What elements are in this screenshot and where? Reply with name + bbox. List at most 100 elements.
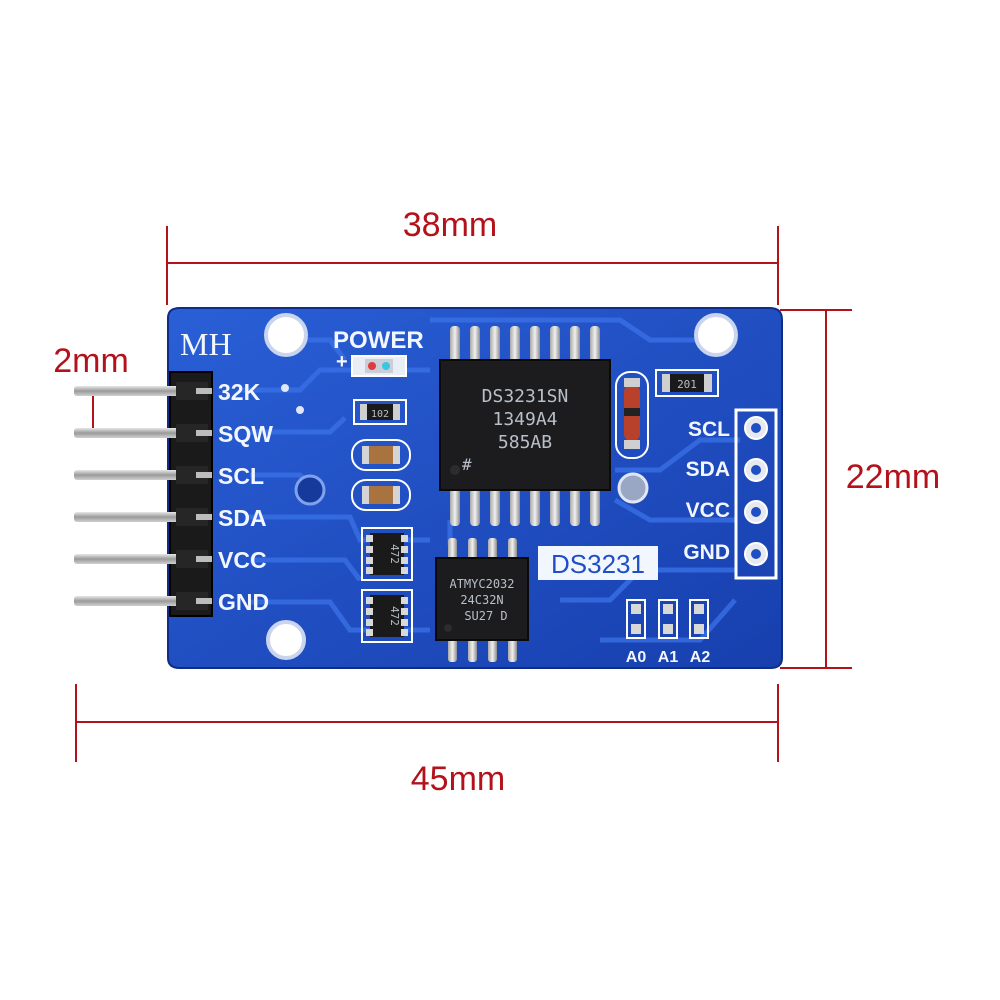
resistor-102: 102 bbox=[353, 399, 407, 425]
header-pin-housing bbox=[176, 592, 208, 610]
chip-leg bbox=[468, 538, 477, 560]
mount-hole-top-right bbox=[694, 313, 738, 357]
capacitor bbox=[351, 479, 411, 511]
address-pad-a2-label: A2 bbox=[690, 649, 711, 666]
dimension-top-label: 38mm bbox=[403, 206, 497, 244]
mount-hole-top-left bbox=[264, 313, 308, 357]
chip-leg bbox=[590, 488, 600, 526]
resistor-network-top-code: 472 bbox=[388, 544, 401, 564]
header-hole-center bbox=[751, 549, 761, 559]
via bbox=[281, 384, 289, 392]
via bbox=[296, 406, 304, 414]
chip-leg bbox=[490, 326, 500, 362]
right-pin-gnd: GND bbox=[683, 541, 730, 564]
header-pin-housing bbox=[176, 466, 208, 484]
chip-leg bbox=[510, 488, 520, 526]
left-pin-labels: 32K SQW SCL SDA VCC GND bbox=[218, 379, 273, 615]
resistor-network-bottom-code: 472 bbox=[388, 606, 401, 626]
address-pad-a1-label: A1 bbox=[658, 649, 679, 666]
chip-leg bbox=[490, 488, 500, 526]
chip-leg bbox=[448, 538, 457, 560]
left-pin-sqw: SQW bbox=[218, 421, 273, 447]
header-pin bbox=[74, 596, 180, 606]
power-plus-label: + bbox=[336, 351, 348, 373]
header-pin-housing bbox=[176, 424, 208, 442]
header-pin-housing bbox=[176, 382, 208, 400]
resistor-102-code: 102 bbox=[371, 409, 389, 420]
resistor-201: 201 bbox=[655, 369, 719, 397]
rtc-chip-line-2: 1349A4 bbox=[492, 409, 557, 430]
header-pin bbox=[74, 512, 180, 522]
chip-leg bbox=[530, 488, 540, 526]
header-pin bbox=[74, 470, 180, 480]
via bbox=[617, 472, 649, 504]
header-pin-solder bbox=[196, 430, 212, 436]
header-pin-housing bbox=[176, 550, 208, 568]
chip-leg bbox=[488, 538, 497, 560]
chip-leg bbox=[510, 326, 520, 362]
eeprom-chip-line-1: ATMYC2032 bbox=[449, 577, 514, 591]
capacitor bbox=[351, 439, 411, 471]
header-pin bbox=[74, 554, 180, 564]
module-name-label: DS3231 bbox=[551, 549, 645, 579]
copper-traces bbox=[240, 317, 740, 643]
header-pin-solder bbox=[196, 472, 212, 478]
power-label: POWER bbox=[333, 327, 424, 354]
eeprom-chip: ATMYC2032 24C32N SU27 D bbox=[435, 538, 529, 662]
rtc-chip-mark: # bbox=[462, 455, 472, 474]
eeprom-chip-line-3: SU27 D bbox=[464, 609, 507, 623]
pcb-board: MH POWER + 102 bbox=[167, 307, 783, 669]
chip-leg bbox=[570, 488, 580, 526]
address-pad-a0: A0 bbox=[626, 599, 647, 666]
right-header: SCL SDA VCC GND bbox=[683, 408, 778, 580]
rtc-chip: DS3231SN 1349A4 585AB # bbox=[439, 326, 611, 526]
chip-leg bbox=[530, 326, 540, 362]
address-pad-a0-label: A0 bbox=[626, 649, 647, 666]
dimension-height-label: 22mm bbox=[846, 458, 940, 496]
rtc-chip-line-3: 585AB bbox=[498, 432, 552, 453]
header-pin-solder bbox=[196, 514, 212, 520]
chip-leg bbox=[590, 326, 600, 362]
brand-label: MH bbox=[180, 326, 232, 362]
dimension-bottom-label: 45mm bbox=[411, 760, 505, 798]
chip-leg bbox=[570, 326, 580, 362]
left-pin-scl: SCL bbox=[218, 463, 264, 489]
dimension-pin-pitch-label: 2mm bbox=[53, 342, 129, 380]
header-hole-center bbox=[751, 507, 761, 517]
header-pin-solder bbox=[196, 598, 212, 604]
resistor-network-top: 472 bbox=[361, 527, 413, 581]
header-hole-center bbox=[751, 465, 761, 475]
right-pin-sda: SDA bbox=[686, 458, 730, 481]
power-led bbox=[351, 355, 407, 377]
address-pads: A0 A1 A2 bbox=[626, 599, 711, 666]
left-pin-sda: SDA bbox=[218, 505, 267, 531]
chip-leg bbox=[450, 488, 460, 526]
rtc-chip-line-1: DS3231SN bbox=[482, 386, 569, 407]
header-hole-center bbox=[751, 423, 761, 433]
header-pin bbox=[74, 386, 180, 396]
module-name-box: DS3231 bbox=[538, 546, 658, 580]
left-pin-32k: 32K bbox=[218, 379, 261, 405]
via bbox=[294, 474, 326, 506]
dimension-pin-pitch: 2mm bbox=[53, 342, 129, 432]
resistor-network-bottom: 472 bbox=[361, 589, 413, 643]
header-pin-solder bbox=[196, 556, 212, 562]
chip-leg bbox=[448, 638, 457, 662]
diode bbox=[615, 371, 649, 459]
dimension-top: 38mm bbox=[166, 206, 779, 305]
chip-leg bbox=[470, 488, 480, 526]
right-pin-scl: SCL bbox=[688, 418, 730, 441]
chip-leg bbox=[550, 326, 560, 362]
chip-leg bbox=[488, 638, 497, 662]
chip-leg bbox=[470, 326, 480, 362]
mount-hole-bottom-left bbox=[266, 620, 306, 660]
left-pin-header bbox=[74, 371, 213, 617]
chip-leg bbox=[508, 638, 517, 662]
dimension-bottom: 45mm bbox=[75, 684, 779, 798]
chip-leg bbox=[468, 638, 477, 662]
address-pad-a1: A1 bbox=[658, 599, 679, 666]
resistor-201-code: 201 bbox=[677, 378, 697, 391]
left-pin-vcc: VCC bbox=[218, 547, 267, 573]
chip-leg bbox=[550, 488, 560, 526]
